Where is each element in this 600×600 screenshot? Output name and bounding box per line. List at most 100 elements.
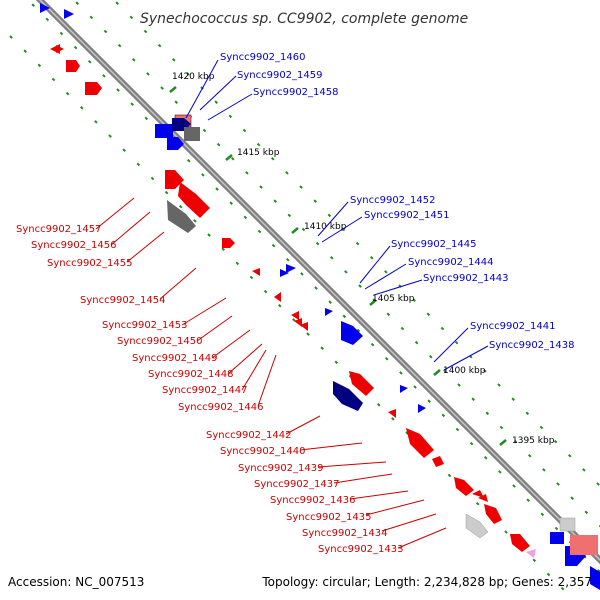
- gene-label[interactable]: Syncc9902_1442: [206, 430, 292, 441]
- leader-1451: [321, 216, 363, 243]
- gene-arrow-reverse: [56, 45, 64, 53]
- gene-arrow-pink: [526, 549, 536, 558]
- gene-label[interactable]: Syncc9902_1434: [302, 528, 388, 539]
- gene-box-forward: [155, 124, 173, 138]
- kbp-label-1415: 1415 kbp: [237, 148, 280, 158]
- leader-1450: [196, 315, 233, 342]
- leader-1434: [381, 513, 437, 532]
- leader-1440: [299, 442, 363, 451]
- reverse-label-leaders: [95, 197, 447, 549]
- leader-1454: [159, 267, 197, 300]
- gene-arrow-forward: [418, 404, 426, 413]
- gene-box-grey: [559, 517, 576, 532]
- forward-strand-genes: [40, 3, 600, 590]
- gene-arrow-reverse: [274, 292, 281, 302]
- gene-label[interactable]: Syncc9902_1450: [117, 336, 203, 347]
- guide-line-inner-right: [72, 0, 600, 528]
- leader-1439: [317, 461, 387, 468]
- gene-arrow-reverse: [472, 490, 484, 498]
- gene-arrow-forward: [341, 321, 363, 345]
- tick-1410: [291, 227, 299, 234]
- leader-1437: [333, 473, 393, 484]
- leader-1441: [433, 327, 469, 363]
- gene-arrow-reverse: [454, 477, 474, 496]
- tick-1415: [225, 154, 233, 161]
- accession-text: Accession: NC_007513: [8, 575, 144, 589]
- leader-1447: [241, 349, 267, 391]
- gene-arrow-reverse: [484, 504, 502, 524]
- gene-arrow-dark: [333, 381, 363, 411]
- gene-box-grey: [465, 513, 489, 539]
- guide-line-outer-right: [112, 0, 600, 488]
- gene-label[interactable]: Syncc9902_1456: [31, 240, 117, 251]
- gene-label[interactable]: Syncc9902_1446: [178, 402, 264, 413]
- kbp-label-1420: 1420 kbp: [172, 72, 215, 82]
- leader-1443: [373, 279, 423, 296]
- gene-arrow-forward: [280, 269, 289, 277]
- forward-gene-labels: Syncc9902_1460 Syncc9902_1459 Syncc9902_…: [220, 52, 575, 351]
- gene-arrow-forward: [400, 385, 408, 393]
- guide-lines: [9, 0, 600, 600]
- gene-label[interactable]: Syncc9902_1444: [408, 257, 494, 268]
- leader-1433: [397, 527, 447, 549]
- leader-1445: [359, 245, 391, 284]
- leader-1452: [317, 201, 349, 237]
- gene-label[interactable]: Syncc9902_1436: [270, 495, 356, 506]
- gene-arrow-reverse: [406, 428, 434, 458]
- gene-label[interactable]: Syncc9902_1448: [148, 369, 234, 380]
- leader-1435: [365, 499, 425, 516]
- gene-arrow-reverse: [252, 268, 260, 276]
- forward-label-leaders: [185, 59, 489, 371]
- gene-arrow-reverse: [165, 170, 184, 189]
- gene-label[interactable]: Syncc9902_1452: [350, 195, 436, 206]
- gene-label[interactable]: Syncc9902_1440: [220, 446, 306, 457]
- gene-arrow-reverse: [178, 182, 210, 218]
- leader-1459: [199, 75, 237, 111]
- kbp-label-1395: 1395 kbp: [512, 436, 555, 446]
- gene-arrow-reverse: [388, 409, 396, 418]
- leader-1444: [364, 263, 407, 290]
- tick-1405: [369, 299, 377, 306]
- leader-1442: [285, 415, 321, 435]
- gene-label[interactable]: Syncc9902_1455: [47, 258, 133, 269]
- gene-arrow-reverse: [478, 494, 488, 502]
- leader-1456: [110, 211, 151, 246]
- gene-label[interactable]: Syncc9902_1460: [220, 52, 306, 63]
- map-title: Synechococcus sp. CC9902, complete genom…: [140, 11, 468, 27]
- gene-arrow-reverse: [349, 371, 374, 396]
- gene-label[interactable]: Syncc9902_1454: [80, 295, 166, 306]
- gene-label[interactable]: Syncc9902_1449: [132, 353, 218, 364]
- gene-label[interactable]: Syncc9902_1437: [254, 479, 340, 490]
- gene-label[interactable]: Syncc9902_1441: [470, 321, 556, 332]
- gene-box-grey: [184, 127, 200, 141]
- gene-arrow-reverse: [294, 318, 302, 327]
- genome-backbone: [35, 0, 600, 565]
- gene-box-grey: [167, 200, 196, 233]
- gene-label[interactable]: Syncc9902_1458: [253, 87, 339, 98]
- gene-arrow-forward: [40, 3, 50, 13]
- gene-label[interactable]: Syncc9902_1453: [102, 320, 188, 331]
- gene-label[interactable]: Syncc9902_1438: [489, 340, 575, 351]
- gene-label[interactable]: Syncc9902_1459: [237, 70, 323, 81]
- tick-1400: [433, 369, 441, 376]
- gene-arrow-reverse: [222, 238, 235, 248]
- gene-box-forward: [550, 532, 564, 544]
- gene-label[interactable]: Syncc9902_1447: [162, 385, 248, 396]
- gene-arrow-reverse: [66, 60, 80, 72]
- gene-label[interactable]: Syncc9902_1443: [423, 273, 509, 284]
- gene-label[interactable]: Syncc9902_1439: [238, 463, 324, 474]
- gene-label[interactable]: Syncc9902_1433: [318, 544, 404, 555]
- gene-arrow-reverse: [300, 322, 308, 331]
- leader-1460: [185, 59, 219, 119]
- kbp-label-1400: 1400 kbp: [443, 366, 486, 376]
- tick-1420: [169, 86, 177, 93]
- gene-label[interactable]: Syncc9902_1451: [364, 210, 450, 221]
- gene-label[interactable]: Syncc9902_1435: [286, 512, 372, 523]
- gene-arrow-forward: [325, 308, 333, 316]
- gene-label[interactable]: Syncc9902_1457: [16, 224, 102, 235]
- leader-1453: [181, 297, 227, 326]
- gene-arrow-reverse: [432, 456, 444, 467]
- gene-label[interactable]: Syncc9902_1445: [391, 239, 477, 250]
